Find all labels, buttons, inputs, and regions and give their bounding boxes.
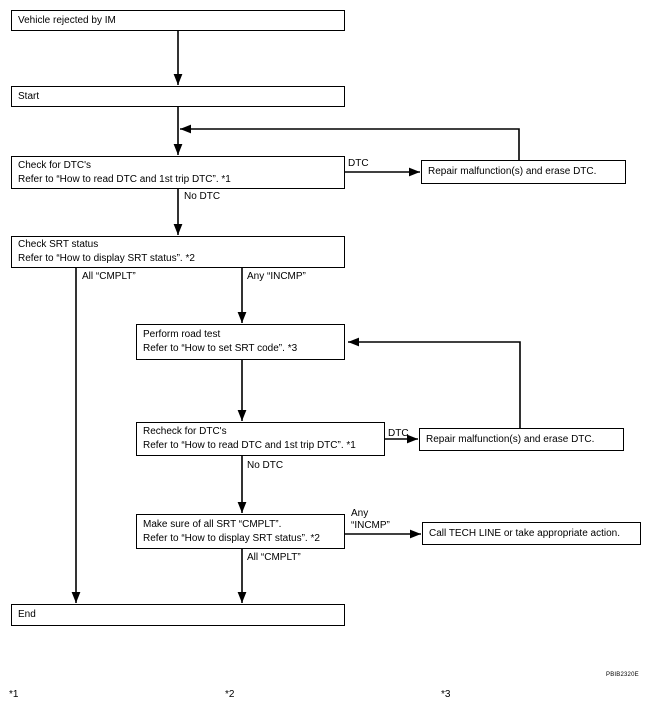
label-any-incmp-2-line1: Any: [351, 508, 369, 519]
label-all-cmplt-1: All “CMPLT”: [82, 271, 136, 282]
box-line: Check for DTC's: [18, 159, 92, 171]
box-line: Refer to “How to set SRT code”. *3: [143, 343, 298, 354]
box-line: Make sure of all SRT “CMPLT”.: [143, 518, 282, 530]
box-line: Recheck for DTC's: [143, 426, 227, 437]
box-line: Refer to “How to read DTC and 1st trip D…: [18, 173, 231, 185]
box-line: Refer to “How to display SRT status”. *2: [143, 532, 320, 544]
figure-code: PBIB2320E: [606, 672, 639, 678]
label-dtc-2: DTC: [388, 428, 409, 439]
box-line: Start: [18, 90, 40, 102]
box-line: Check SRT status: [18, 239, 99, 250]
label-dtc-1: DTC: [348, 158, 369, 169]
box-line: Perform road test: [143, 329, 221, 340]
box-start: Start: [11, 86, 345, 107]
arrow-repair-loop-back: [180, 124, 520, 160]
box-repair-1: Repair malfunction(s) and erase DTC.: [421, 160, 626, 184]
box-check-dtc: Check for DTC's Refer to “How to read DT…: [11, 156, 345, 189]
box-line: Refer to “How to display SRT status”. *2: [18, 253, 195, 264]
box-make-sure-srt: Make sure of all SRT “CMPLT”. Refer to “…: [136, 514, 345, 549]
box-line: Repair malfunction(s) and erase DTC.: [426, 433, 595, 445]
footnote-1: *1: [9, 689, 19, 700]
label-all-cmplt-2: All “CMPLT”: [247, 552, 301, 563]
label-no-dtc-2: No DTC: [247, 460, 284, 471]
box-road-test: Perform road test Refer to “How to set S…: [136, 324, 345, 360]
footnote-2: *2: [225, 689, 235, 700]
box-line: End: [18, 609, 36, 620]
box-line: Refer to “How to read DTC and 1st trip D…: [143, 440, 356, 451]
arrow-repair2-loop-back: [348, 337, 521, 428]
box-check-srt: Check SRT status Refer to “How to displa…: [11, 236, 345, 268]
box-line: Vehicle rejected by IM: [18, 14, 116, 26]
box-vehicle-rejected: Vehicle rejected by IM: [11, 10, 345, 31]
box-line: Call TECH LINE or take appropriate actio…: [429, 527, 621, 539]
box-recheck-dtc: Recheck for DTC's Refer to “How to read …: [136, 422, 385, 456]
label-any-incmp-2-line2: “INCMP”: [351, 520, 390, 531]
box-call-tech-line: Call TECH LINE or take appropriate actio…: [422, 522, 641, 545]
box-repair-2: Repair malfunction(s) and erase DTC.: [419, 428, 624, 451]
label-no-dtc-1: No DTC: [184, 191, 221, 202]
label-any-incmp-1: Any “INCMP”: [247, 271, 306, 282]
footnote-3: *3: [441, 689, 451, 700]
box-end: End: [11, 604, 345, 626]
box-line: Repair malfunction(s) and erase DTC.: [428, 166, 597, 177]
